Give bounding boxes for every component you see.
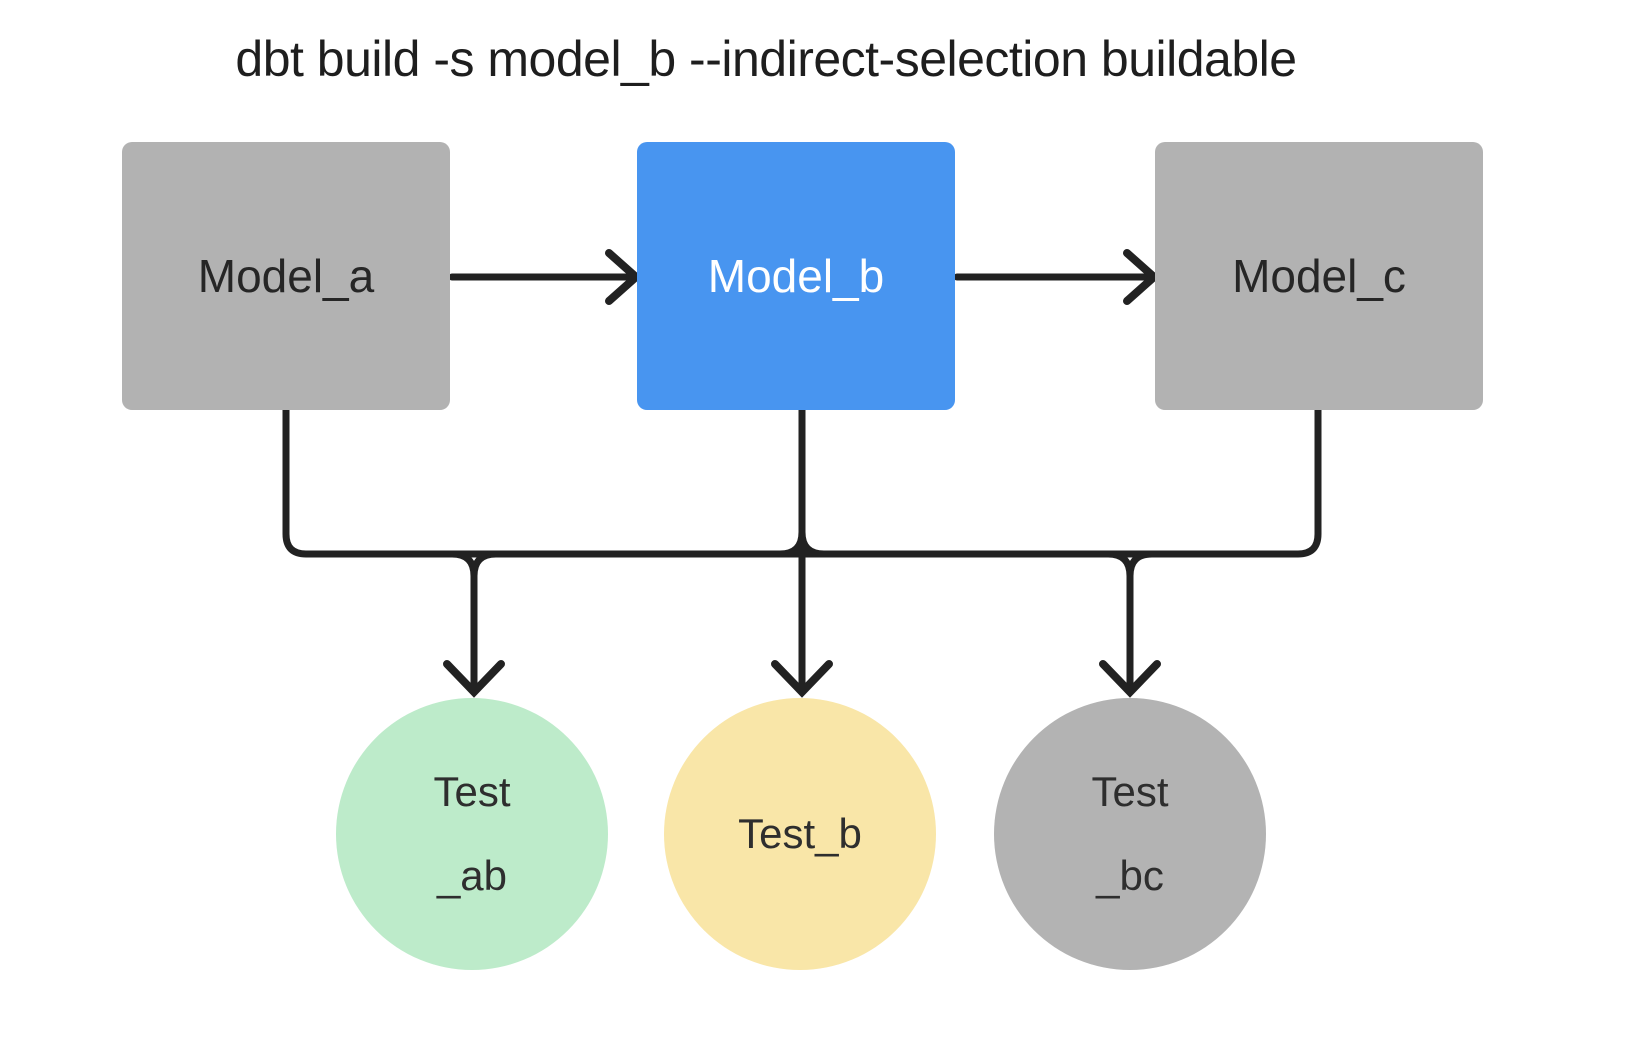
node-test-b: Test_b	[664, 698, 936, 970]
arrow-bus-to-test-ab	[443, 550, 505, 698]
node-test-bc: Test _bc	[994, 698, 1266, 970]
arrow-model-b-to-test-b	[771, 404, 833, 698]
arrow-model-a-to-model-b	[448, 249, 643, 305]
node-test-b-label: Test_b	[738, 810, 862, 857]
arrow-model-b-to-model-c	[953, 249, 1161, 305]
node-model-a: Model_a	[122, 142, 450, 410]
node-model-b-label: Model_b	[707, 250, 885, 302]
node-model-c-label: Model_c	[1232, 250, 1406, 302]
diagram-title: dbt build -s model_b --indirect-selectio…	[235, 31, 1297, 87]
node-test-bc-label: Test _bc	[1091, 768, 1169, 899]
node-test-ab-label: Test _ab	[433, 768, 511, 899]
arrow-bus-to-test-bc	[1099, 550, 1161, 698]
node-test-ab: Test _ab	[336, 698, 608, 970]
node-model-b: Model_b	[637, 142, 955, 410]
node-model-a-label: Model_a	[197, 250, 375, 302]
node-model-c: Model_c	[1155, 142, 1483, 410]
